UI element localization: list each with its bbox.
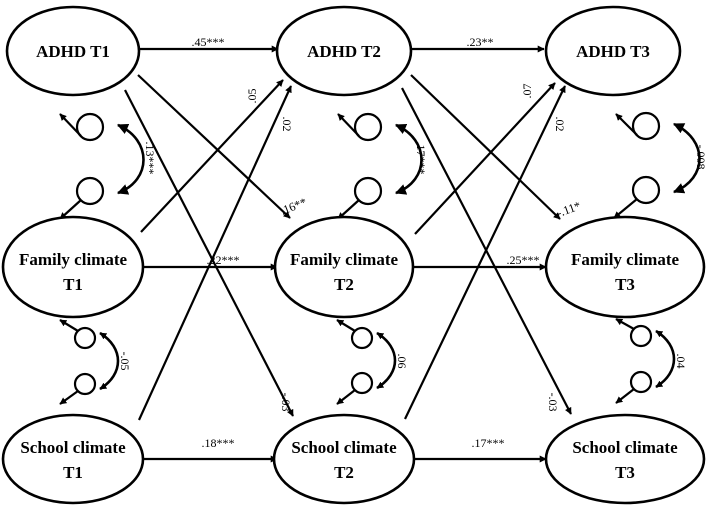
node-label-adhd-t1: ADHD T1 [36,42,110,61]
residual-arrow-family-t1-lower [59,319,79,332]
coef-adhd-t1-family-t2: .16** [278,195,308,218]
node-label-school-t3-line2: T3 [615,463,635,482]
residual-family-t3 [631,175,661,205]
residual-arrow-family-t3 [613,198,638,219]
residual-family-t1-lower [73,326,97,350]
node-label-family-t1-line1: Family climate [19,250,128,269]
node-school-t1: School climate T1 [1,413,145,505]
coef-family-t1-adhd-t2: .05 [245,89,259,104]
residual-family-t2-lower [350,326,374,350]
node-adhd-t1: ADHD T1 [5,5,141,97]
coef-family-t1-t2: .22*** [207,253,240,267]
path-school-t2-adhd-t3 [404,85,566,420]
coef-school-t1-adhd-t2: .02 [280,117,294,132]
residual-arrow-school-t1 [59,390,79,405]
residual-family-t1 [75,176,105,206]
path-family-t2-adhd-t3 [414,82,556,235]
path-family-t1-adhd-t2 [140,79,284,233]
residual-arrow-family-t3-lower [615,318,635,330]
residual-arrow-family-t2-lower [336,319,356,332]
coef-adhd-t2-t3: .23** [467,35,494,49]
cov-adhd-family-t2 [394,123,423,195]
coef-cov-family-school-t1: -.05 [118,352,132,371]
cov-adhd-family-t1 [116,123,145,195]
residual-arrow-adhd-t2 [337,113,360,137]
node-label-family-t2-line1: Family climate [290,250,399,269]
residual-adhd-t1 [75,112,105,142]
coef-cov-family-school-t2: .06 [395,354,409,369]
coef-adhd-t1-t2: .45*** [192,35,225,49]
residual-arrow-family-t1 [59,199,82,220]
node-family-t3: Family climate T3 [544,215,706,319]
path-adhd-t2-family-t3 [410,74,561,220]
node-label-school-t1-line1: School climate [20,438,126,457]
node-label-school-t3-line1: School climate [572,438,678,457]
residual-adhd-t3 [631,111,661,141]
residual-adhd-t2 [353,112,383,142]
coef-adhd-t1-school-t2: -.03 [279,393,293,412]
coef-cov-adhd-family-t3: -.008 [694,145,708,170]
path-adhd-t1-family-t2 [137,74,291,219]
residual-family-t3-lower [629,324,653,348]
coef-adhd-t2-school-t3: -.03 [546,393,560,412]
residual-arrow-adhd-t3 [615,113,638,136]
residual-school-t2 [350,371,374,395]
residual-arrow-school-t2 [336,389,356,405]
node-school-t3: School climate T3 [544,413,706,505]
coef-school-t2-t3: .17*** [472,436,505,450]
node-family-t1: Family climate T1 [1,215,145,319]
residual-arrow-school-t3 [615,388,635,404]
node-label-school-t2-line2: T2 [334,463,354,482]
path-adhd-t1-school-t2 [124,89,294,417]
cov-adhd-family-t3 [672,122,701,194]
node-adhd-t2: ADHD T2 [275,5,413,97]
node-label-family-t3-line2: T3 [615,275,635,294]
node-label-adhd-t3: ADHD T3 [576,42,650,61]
coef-family-t2-t3: .25*** [507,253,540,267]
node-label-family-t1-line2: T1 [63,275,83,294]
residual-school-t1 [73,372,97,396]
coef-adhd-t2-family-t3: -.11* [555,198,583,220]
node-adhd-t3: ADHD T3 [544,5,682,97]
cov-family-school-t1 [99,331,120,391]
residual-family-t2 [353,176,383,206]
coef-cov-family-school-t3: .04 [674,354,688,369]
cov-family-school-t2 [376,331,397,390]
node-label-family-t2-line2: T2 [334,275,354,294]
coef-family-t2-adhd-t3: .07 [520,84,534,99]
node-school-t2: School climate T2 [272,413,416,505]
residual-arrow-adhd-t1 [59,113,82,137]
node-label-adhd-t2: ADHD T2 [307,42,381,61]
node-label-school-t2-line1: School climate [291,438,397,457]
path-school-t1-adhd-t2 [137,85,293,421]
residual-school-t3 [629,370,653,394]
coef-cov-adhd-family-t1: .13*** [143,142,157,175]
node-label-family-t3-line1: Family climate [571,250,680,269]
node-family-t2: Family climate T2 [273,215,415,319]
coef-school-t2-adhd-t3: .02 [553,117,567,132]
cov-family-school-t3 [655,329,676,389]
coef-cov-adhd-family-t2: .17*** [414,142,428,175]
coef-school-t1-t2: .18*** [202,436,235,450]
node-label-school-t1-line2: T1 [63,463,83,482]
